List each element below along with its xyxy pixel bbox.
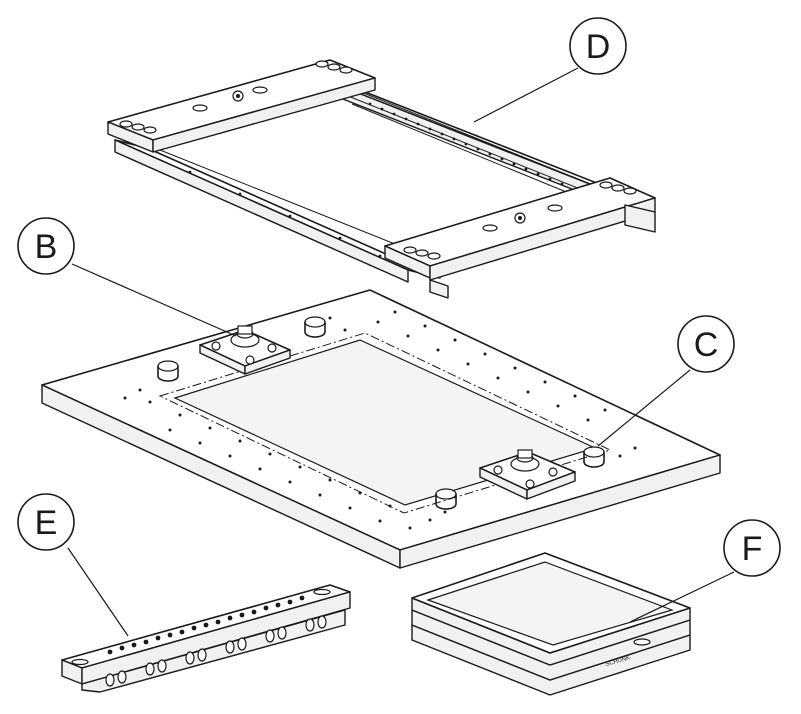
callout-c-label: C <box>694 326 719 364</box>
callout-f-label: F <box>742 530 763 568</box>
front-rail-holes <box>188 170 382 258</box>
tray-pocket <box>426 561 674 646</box>
locating-pin <box>157 360 179 382</box>
frame-assembly <box>107 59 656 299</box>
callout-f: F <box>629 519 781 623</box>
clamping-module-upper <box>199 325 291 375</box>
callout-e: E <box>17 493 129 637</box>
callout-c: C <box>597 315 735 447</box>
base-plate-holes <box>123 310 637 530</box>
pocket-outline <box>158 332 612 514</box>
locating-pin <box>435 488 457 510</box>
base-plate <box>41 289 721 569</box>
clamping-rail <box>61 584 351 693</box>
back-rail-holes <box>368 102 564 186</box>
callout-d-label: D <box>586 28 611 66</box>
rail-holes <box>71 588 331 687</box>
callout-d: D <box>473 17 627 123</box>
frame-front-rail-side <box>114 139 409 283</box>
frame-back-rail-side <box>329 81 611 205</box>
callout-e-label: E <box>35 504 58 542</box>
base-plate-right-side <box>399 454 721 569</box>
end-plate-slots <box>119 60 637 260</box>
locating-pin <box>304 316 326 338</box>
callout-b-label: B <box>35 228 58 266</box>
clamping-module-lower <box>479 449 576 500</box>
stacked-trays: SCHUNK <box>411 552 691 696</box>
locating-pin <box>583 446 605 468</box>
callout-b: B <box>17 217 237 337</box>
